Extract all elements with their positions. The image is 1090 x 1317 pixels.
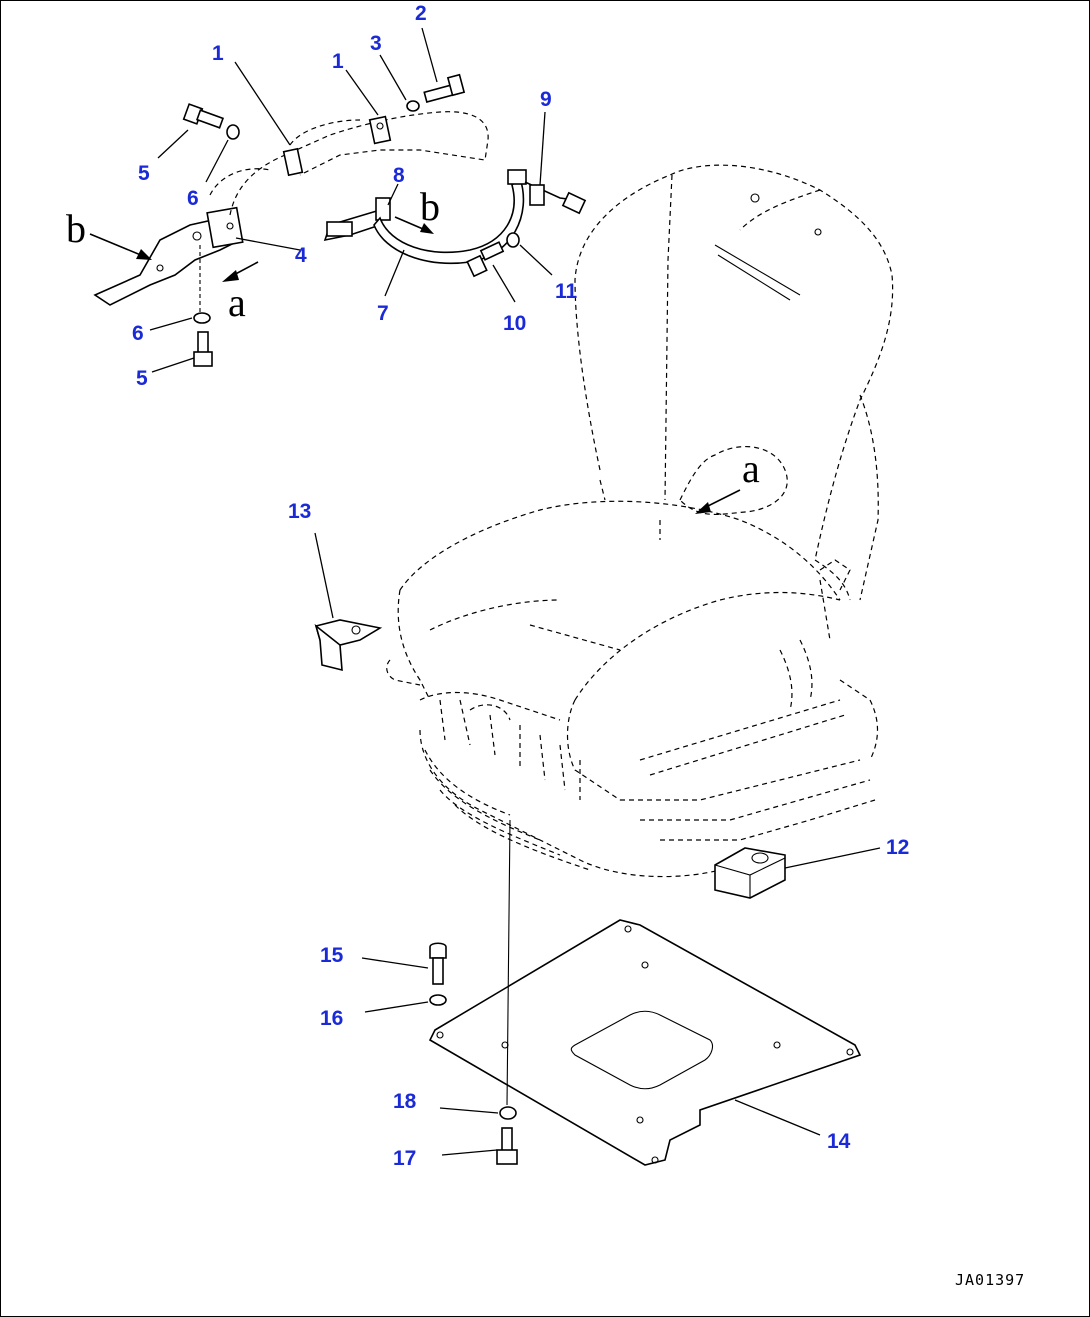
view-marker-a: a bbox=[228, 280, 246, 325]
bolt-10 bbox=[466, 241, 505, 278]
bolt-5-bottom bbox=[193, 331, 213, 367]
washer-18 bbox=[499, 1106, 517, 1120]
cushion-13 bbox=[314, 619, 383, 672]
callout-labels: 1 1 2 3 4 5 5 6 6 7 8 9 10 11 12 13 14 1… bbox=[132, 2, 909, 1170]
bolt-2 bbox=[423, 73, 466, 103]
view-marker-b: b bbox=[420, 184, 440, 229]
callout-1: 1 bbox=[332, 50, 344, 73]
washer-16 bbox=[429, 994, 447, 1006]
callout-10: 10 bbox=[503, 312, 526, 335]
callout-13: 13 bbox=[288, 500, 311, 523]
washer-6-bottom bbox=[193, 312, 211, 324]
view-marker-a: a bbox=[742, 446, 760, 491]
view-marker-b: b bbox=[66, 206, 86, 251]
leader-lines bbox=[149, 27, 881, 1156]
seatbelt-bracket-assembly bbox=[89, 73, 587, 367]
view-markers: a a b b bbox=[66, 184, 760, 491]
callout-16: 16 bbox=[320, 1007, 343, 1030]
callout-11: 11 bbox=[555, 280, 578, 303]
nut-11 bbox=[506, 232, 520, 248]
callout-5: 5 bbox=[138, 162, 150, 185]
washer-3 bbox=[406, 100, 420, 112]
callout-6: 6 bbox=[132, 322, 144, 345]
washer-6-top bbox=[226, 124, 240, 140]
callout-9: 9 bbox=[540, 88, 552, 111]
callout-18: 18 bbox=[393, 1090, 417, 1113]
operator-seat bbox=[386, 164, 894, 878]
bolt-15 bbox=[429, 942, 447, 985]
bolt-17 bbox=[496, 1127, 518, 1165]
view-a-indicator bbox=[679, 446, 788, 516]
callout-1: 1 bbox=[212, 42, 224, 65]
plate-axis-line bbox=[506, 819, 511, 1106]
drawing-code: JA01397 bbox=[955, 1271, 1025, 1289]
mounting-plate bbox=[428, 919, 862, 1166]
callout-4: 4 bbox=[295, 244, 307, 267]
callout-15: 15 bbox=[320, 944, 344, 967]
callout-14: 14 bbox=[827, 1130, 851, 1153]
cushion-12 bbox=[714, 847, 786, 899]
callout-17: 17 bbox=[393, 1147, 416, 1170]
callout-3: 3 bbox=[370, 32, 382, 55]
bolt-5-top bbox=[182, 103, 225, 129]
callout-7: 7 bbox=[377, 302, 389, 325]
callout-5: 5 bbox=[136, 367, 148, 390]
callout-8: 8 bbox=[393, 164, 405, 187]
callout-2: 2 bbox=[415, 2, 427, 25]
callout-12: 12 bbox=[886, 836, 909, 859]
callout-6: 6 bbox=[187, 187, 199, 210]
